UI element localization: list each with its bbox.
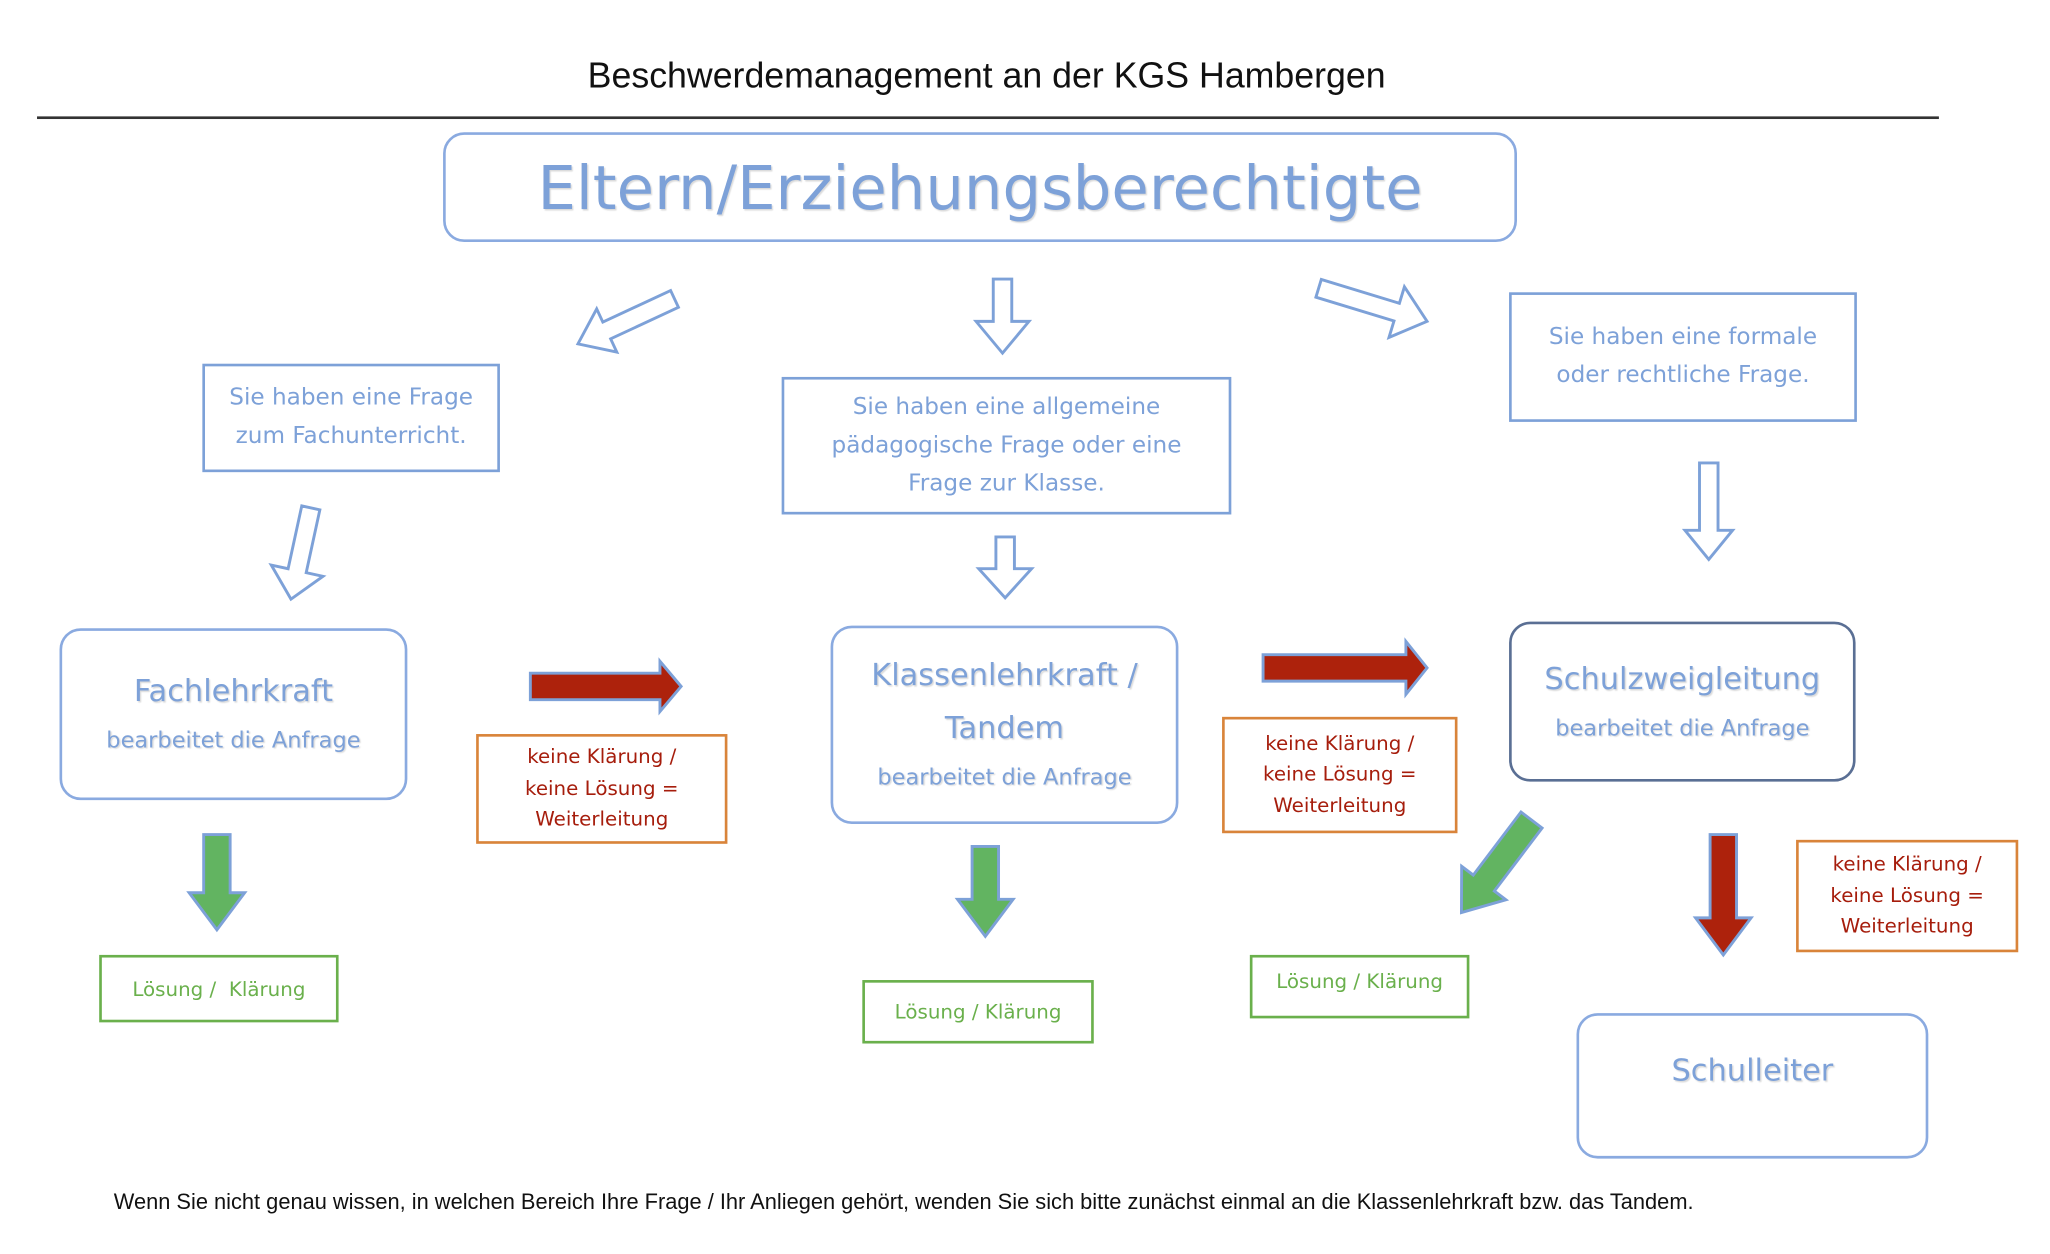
solution-arrow-diagonal xyxy=(1459,809,1545,915)
handler-sub: bearbeitet die Anfrage xyxy=(106,727,361,754)
arrow-to-subject-question xyxy=(575,288,681,355)
escalation-box: keine Klärung / keine Lösung = Weiterlei… xyxy=(476,734,728,844)
arrow-to-fachlehrkraft xyxy=(268,504,327,602)
escalation-arrow-down xyxy=(1692,833,1755,958)
handler-klassenlehrkraft: Klassenlehrkraft / Tandem bearbeitet die… xyxy=(830,625,1179,824)
solution-arrow-down xyxy=(186,833,248,933)
solution-box: Lösung / Klärung xyxy=(99,954,339,1023)
escalation-arrow-right xyxy=(1261,637,1429,699)
arrow-to-klassenlehrkraft xyxy=(975,535,1035,600)
solution-box: Lösung / Klärung xyxy=(862,980,1094,1044)
divider xyxy=(37,116,1939,119)
footer-note: Wenn Sie nicht genau wissen, in welchen … xyxy=(113,1190,1694,1215)
arrow-to-general-question xyxy=(972,277,1033,356)
handler-fachlehrkraft: Fachlehrkraft bearbeitet die Anfrage xyxy=(59,628,408,801)
handler-title: Schulzweigleitung xyxy=(1544,661,1821,697)
handler-schulzweigleitung: Schulzweigleitung bearbeitet die Anfrage xyxy=(1509,621,1856,782)
root-label: Eltern/Erziehungsberechtigte xyxy=(537,151,1423,223)
escalation-arrow-right xyxy=(528,657,684,716)
question-subject: Sie haben eine Frage zum Fachunterricht. xyxy=(202,363,500,473)
handler-title: Klassenlehrkraft / Tandem xyxy=(871,658,1138,746)
question-formal: Sie haben eine formale oder rechtliche F… xyxy=(1509,292,1857,422)
solution-box: Lösung / Klärung xyxy=(1249,954,1470,1019)
escalation-box: keine Klärung / keine Lösung = Weiterlei… xyxy=(1222,716,1458,834)
handler-sub: bearbeitet die Anfrage xyxy=(1555,714,1810,742)
question-general: Sie haben eine allgemeine pädagogische F… xyxy=(781,376,1232,515)
handler-title: Schulleiter xyxy=(1671,1054,1834,1089)
handler-schulleiter: Schulleiter xyxy=(1576,1013,1929,1159)
handler-sub: bearbeitet die Anfrage xyxy=(877,764,1132,791)
page-title: Beschwerdemanagement an der KGS Hamberge… xyxy=(587,55,1386,96)
root-box-parents: Eltern/Erziehungsberechtigte xyxy=(443,132,1517,243)
arrow-to-schulzweigleitung xyxy=(1681,461,1736,562)
solution-arrow-down xyxy=(954,844,1017,939)
handler-title: Fachlehrkraft xyxy=(133,674,334,709)
arrow-to-formal-question xyxy=(1314,277,1430,340)
escalation-box: keine Klärung / keine Lösung = Weiterlei… xyxy=(1796,839,2019,953)
